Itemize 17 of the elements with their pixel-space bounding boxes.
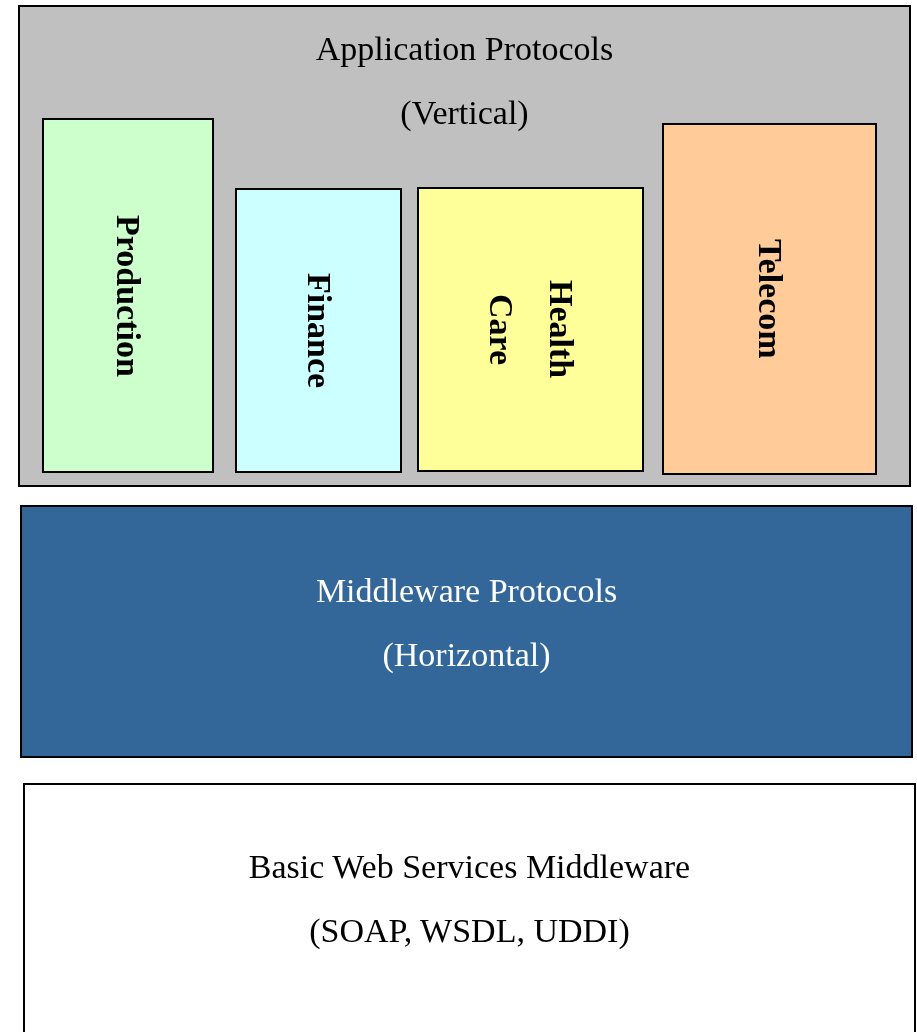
layer-subtitle: (Horizontal) <box>382 635 551 675</box>
domain-box <box>235 188 402 473</box>
domain-box <box>662 123 877 475</box>
domain-label: Health Care <box>481 279 581 381</box>
layer-panel <box>20 505 913 758</box>
layer-panel <box>23 783 916 1032</box>
layer-title: Basic Web Services Middleware <box>248 847 691 887</box>
domain-label: Production <box>109 214 148 377</box>
layer-title: Application Protocols <box>315 29 614 69</box>
domain-label: Finance <box>299 272 339 389</box>
layer-subtitle: (Vertical) <box>400 93 529 133</box>
domain-label: Telecom <box>750 239 790 359</box>
layer-title: Middleware Protocols <box>315 571 618 611</box>
domain-box <box>417 187 644 472</box>
layer-panel <box>18 5 911 487</box>
domain-box <box>42 118 214 473</box>
layer-subtitle: (SOAP, WSDL, UDDI) <box>309 911 630 951</box>
